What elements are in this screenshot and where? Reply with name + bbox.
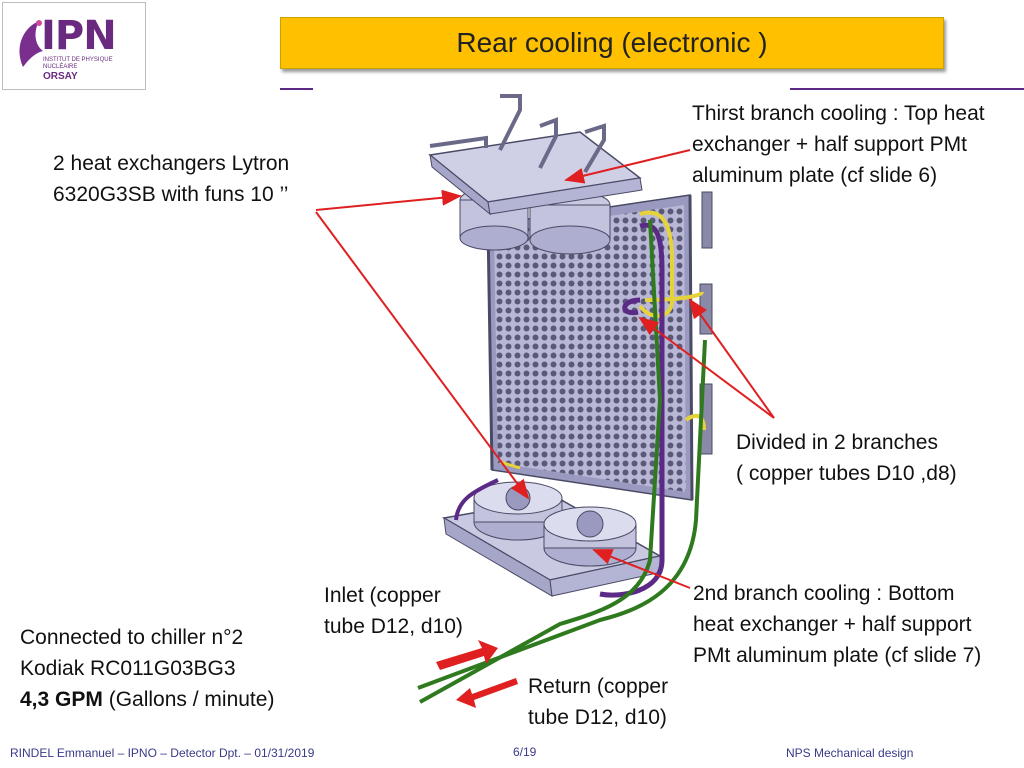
logo-subtitle: INSTITUT DE PHYSIQUE NUCLÉAIRE: [43, 57, 113, 70]
title-rule-right: [790, 88, 1024, 90]
title-rule-left: [280, 88, 313, 90]
logo-text: IPN: [41, 13, 117, 59]
cooling-tubes: [417, 210, 707, 704]
slide-title: Rear cooling (electronic ): [280, 17, 944, 69]
ipn-logo: IPN INSTITUT DE PHYSIQUE NUCLÉAIRE ORSAY: [2, 2, 146, 90]
bottom-heat-exchanger: [441, 481, 663, 597]
divided-branches-label: Divided in 2 branches( copper tubes D10 …: [736, 431, 957, 485]
footer-project: NPS Mechanical design: [786, 746, 914, 760]
pointer-lines: [315, 149, 775, 589]
footer-author: RINDEL Emmanuel – IPNO – Detector Dpt. –…: [10, 746, 315, 760]
flow-unit: (Gallons / minute): [102, 688, 275, 711]
flow-value: 4,3 GPM: [20, 688, 103, 711]
flow-arrows: [436, 640, 518, 708]
logo-sphere-icon: [19, 20, 43, 67]
logo-location: ORSAY: [43, 71, 78, 82]
return-flow-arrow: [456, 678, 518, 708]
top-heat-exchanger: [428, 94, 643, 255]
inlet-flow-arrow: [436, 640, 498, 670]
footer-page-number: 6/19: [513, 745, 537, 759]
perforated-panel: [486, 194, 694, 501]
chiller-label: Connected to chiller n°2 Kodiak RC011G03…: [20, 626, 275, 711]
